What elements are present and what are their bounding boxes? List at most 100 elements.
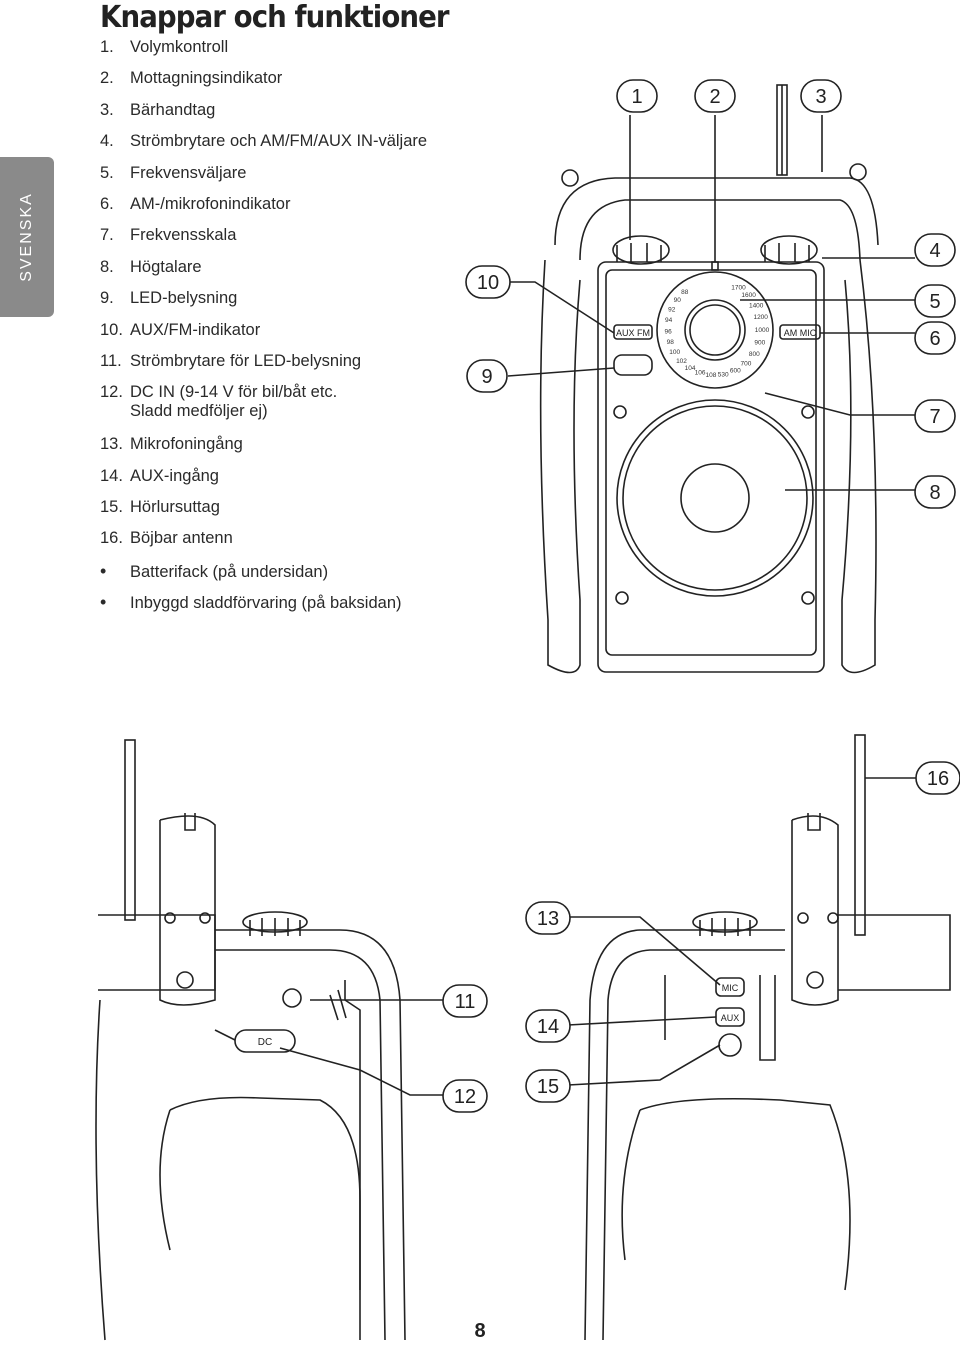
radio-body (597, 261, 825, 673)
list-item: 16.Böjbar antenn (100, 529, 233, 548)
callout-13: 13 (525, 901, 571, 935)
tuning-knob (684, 299, 746, 361)
mic-input (715, 977, 745, 997)
svg-text:5: 5 (929, 291, 940, 313)
callout-5: 5 (914, 284, 956, 318)
page-number: 8 (474, 1320, 486, 1342)
svg-text:13: 13 (537, 908, 559, 930)
list-item: 6.AM-/mikrofonindikator (100, 194, 291, 213)
scale-label: 1600 (741, 292, 756, 299)
list-item: 9.LED-belysning (100, 289, 238, 308)
list-item: 14.AUX-ingång (100, 466, 219, 485)
scale-label: 90 (674, 297, 682, 304)
aux-label: AUX (721, 1013, 740, 1023)
scale-label: 102 (676, 358, 687, 365)
list-item: 15.Hörlursuttag (100, 498, 220, 517)
scale-label: 88 (681, 289, 689, 296)
list-item: Inbyggd sladdförvaring (på baksidan) (100, 592, 427, 623)
svg-text:6: 6 (929, 328, 940, 350)
svg-text:14: 14 (537, 1016, 559, 1038)
list-item: Batterifack (på undersidan) (100, 561, 427, 592)
svg-text:15: 15 (537, 1076, 559, 1098)
callout-9: 9 (466, 359, 508, 393)
scale-label: 900 (754, 339, 765, 346)
svg-text:3: 3 (815, 86, 826, 108)
callout-12: 12 (442, 1079, 488, 1113)
scale-label: 98 (667, 339, 675, 346)
callout-10: 10 (465, 265, 511, 299)
svg-text:7: 7 (929, 406, 940, 428)
list-item: 3.Bärhandtag (100, 100, 216, 119)
led-light (613, 354, 653, 376)
scale-label: 92 (668, 307, 676, 314)
callout-8: 8 (914, 475, 956, 509)
radio-front-view (507, 84, 915, 674)
scale-label: 108 (705, 372, 716, 379)
scale-label: 104 (685, 365, 696, 372)
list-item: 12.DC IN (9-14 V för bil/båt etc.Sladd m… (100, 383, 338, 421)
dc-jack (234, 1029, 296, 1053)
list-item: 11.Strömbrytare för LED-belysning (100, 351, 362, 370)
list-item: 2.Mottagningsindikator (100, 69, 283, 88)
volume-knob (612, 235, 670, 265)
speaker (616, 399, 814, 597)
selector-knob (760, 235, 818, 265)
scale-label: 100 (669, 349, 680, 356)
reception-led (711, 261, 719, 271)
scale-label: 1700 (731, 284, 746, 291)
svg-text:11: 11 (455, 991, 476, 1013)
svg-text:10: 10 (477, 272, 499, 294)
page-title: Knappar och funktioner (100, 0, 450, 35)
radio-side-view-left (95, 739, 445, 1341)
svg-text:12: 12 (454, 1086, 476, 1108)
handle-screw (561, 169, 579, 187)
led-switch (282, 988, 302, 1008)
language-tab: SVENSKA (0, 157, 54, 317)
svg-text:1: 1 (631, 86, 642, 108)
callout-1: 1 (616, 79, 658, 113)
svg-text:9: 9 (481, 366, 492, 388)
screw (801, 591, 815, 605)
callout-16: 16 (915, 761, 960, 795)
scale-label: 1000 (755, 327, 770, 334)
svg-text:2: 2 (709, 86, 720, 108)
callout-4: 4 (914, 233, 956, 267)
dc-label: DC (258, 1037, 272, 1048)
am-mic-label: AM MIC (784, 328, 817, 338)
callout-bubbles: 1 2 3 4 5 6 7 8 9 10 11 12 13 14 15 16 (442, 79, 960, 1113)
list-item: 7.Frekvensskala (100, 226, 237, 245)
svg-text:16: 16 (927, 768, 949, 790)
aux-fm-indicator (613, 324, 653, 340)
callout-7: 7 (914, 399, 956, 433)
screw (613, 405, 627, 419)
svg-text:4: 4 (929, 240, 940, 262)
am-mic-indicator (779, 324, 821, 340)
frequency-scale (656, 271, 774, 389)
callout-2: 2 (694, 79, 736, 113)
headphone-jack (718, 1033, 742, 1057)
callout-15: 15 (525, 1069, 571, 1103)
list-item: 5.Frekvensväljare (100, 163, 247, 182)
list-item: 10.AUX/FM-indikator (100, 320, 261, 339)
screw (801, 405, 815, 419)
list-item: 4.Strömbrytare och AM/FM/AUX IN-väljare (100, 132, 428, 151)
mic-label: MIC (722, 983, 739, 993)
callout-11: 11 (442, 984, 488, 1018)
scale-label: 530 (718, 371, 729, 378)
scale-label: 1400 (749, 302, 764, 309)
callout-14: 14 (525, 1009, 571, 1043)
radio-side-view-right (567, 734, 951, 1341)
scale-label: 106 (695, 370, 706, 377)
callout-6: 6 (914, 321, 956, 355)
scale-label: 94 (665, 317, 673, 324)
scale-label: 1200 (753, 314, 768, 321)
scale-label: 800 (749, 351, 760, 358)
feature-list: 1.Volymkontroll 2.Mottagningsindikator 3… (100, 38, 427, 624)
screw (615, 591, 629, 605)
callout-3: 3 (800, 79, 842, 113)
aux-fm-label: AUX FM (616, 328, 650, 338)
list-item: 13.Mikrofoningång (100, 435, 243, 454)
